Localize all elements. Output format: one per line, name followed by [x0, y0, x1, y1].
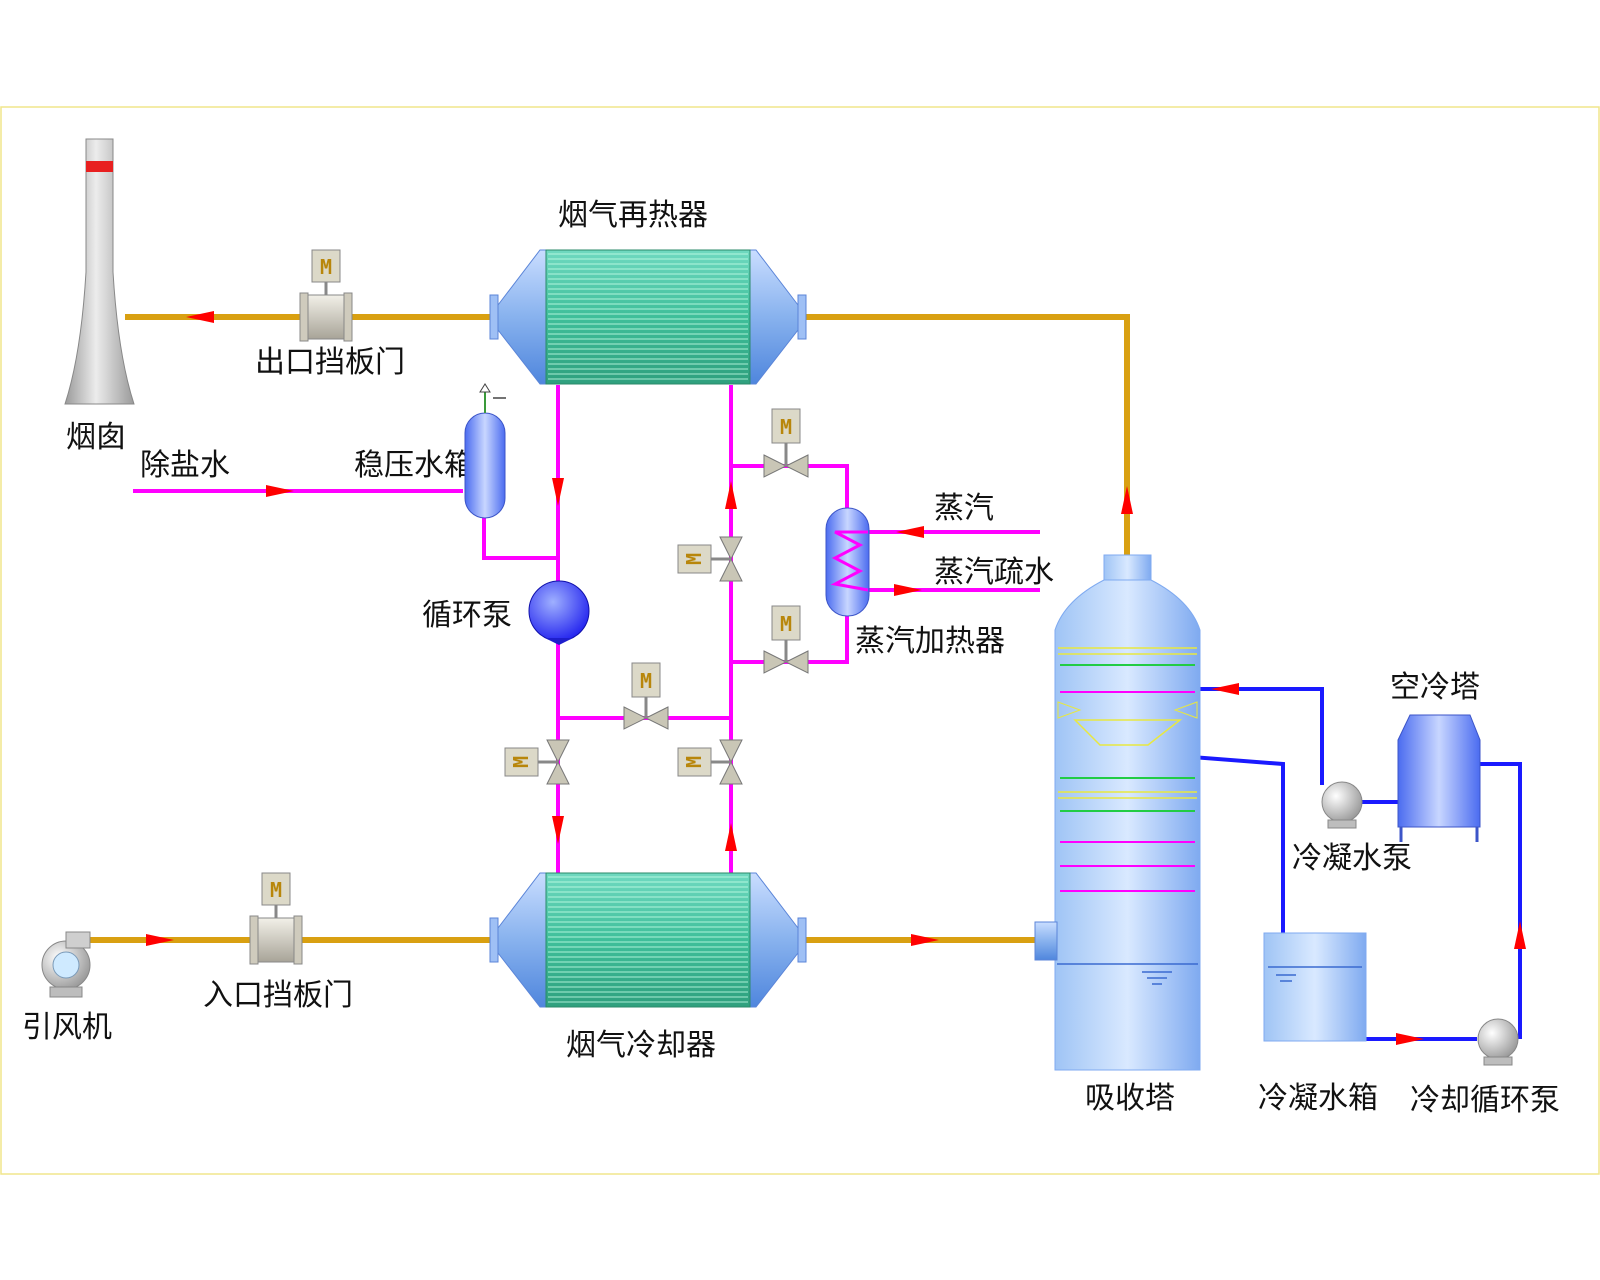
induced-fan-label: 引风机 — [22, 1010, 112, 1045]
steam-label: 蒸汽 — [934, 491, 994, 526]
condensate-tank-icon — [1263, 932, 1367, 1042]
arrow-left-down-lower — [552, 816, 564, 844]
pressure-tank-label: 稳压水箱 — [354, 448, 474, 483]
demin-water-label: 除盐水 — [140, 448, 230, 483]
motor-mark: M — [780, 415, 792, 439]
condensate-tank-label: 冷凝水箱 — [1258, 1081, 1378, 1116]
inlet-damper-icon[interactable]: M — [249, 872, 303, 965]
arrow-left-down-upper — [552, 478, 564, 506]
motor-mark: M — [682, 553, 706, 565]
diagram-frame — [0, 106, 1600, 1175]
outlet-damper-icon[interactable]: M — [299, 249, 353, 342]
arrow-steam-in — [896, 526, 924, 538]
chimney-icon — [64, 138, 135, 405]
cooling-circulation-pump-label: 冷却循环泵 — [1410, 1083, 1560, 1118]
outlet-damper-label: 出口挡板门 — [255, 345, 405, 380]
induced-fan-icon[interactable] — [41, 931, 91, 998]
absorber-label: 吸收塔 — [1085, 1081, 1175, 1116]
pipe-absorber-to-reheater — [806, 314, 1130, 555]
steam-drain-label: 蒸汽疏水 — [934, 555, 1054, 590]
circulation-pump-label: 循环泵 — [422, 598, 512, 633]
valve-bypass-icon[interactable]: M — [623, 662, 669, 730]
arrow-cooling-up — [1514, 921, 1526, 949]
steam-heater-label: 蒸汽加热器 — [855, 624, 1005, 659]
valve-left-riser-icon[interactable]: M — [504, 739, 570, 785]
pipe-to-absorber-spray — [1200, 687, 1324, 785]
steam-heater-icon — [825, 507, 870, 617]
air-cooling-tower-label: 空冷塔 — [1390, 670, 1480, 705]
reheater-heat-exchanger-icon — [489, 249, 807, 385]
valve-heater-top-icon[interactable]: M — [763, 408, 809, 478]
motor-mark: M — [320, 255, 332, 279]
valve-heater-bottom-icon[interactable]: M — [763, 605, 809, 674]
cooler-label: 烟气冷却器 — [566, 1028, 716, 1063]
outlet-damper-motor-icon: M — [311, 249, 341, 283]
chimney-label: 烟囱 — [66, 420, 126, 455]
cooling-circulation-pump-icon[interactable] — [1477, 1018, 1519, 1066]
absorber-tower-icon — [1034, 554, 1201, 1071]
arrow-absorber-up — [1121, 486, 1133, 514]
arrow-fan-out — [146, 934, 174, 946]
pipe-heater-top — [731, 464, 849, 515]
circulation-pump-icon[interactable] — [528, 580, 590, 645]
reheater-label: 烟气再热器 — [558, 198, 708, 233]
condensate-pump-icon[interactable] — [1321, 781, 1363, 829]
motor-mark: M — [780, 612, 792, 636]
arrow-right-up-lower — [725, 823, 737, 851]
arrow-to-chimney — [186, 311, 214, 323]
pressure-tank-icon — [464, 383, 506, 519]
arrow-to-absorber — [911, 934, 939, 946]
motor-mark: M — [640, 669, 652, 693]
arrow-right-up-upper — [725, 481, 737, 509]
pipe-cooling-pump-to-aircooler — [1480, 762, 1522, 1039]
motor-mark: M — [270, 878, 282, 902]
cooler-heat-exchanger-icon — [489, 872, 807, 1008]
inlet-damper-motor-icon: M — [261, 872, 291, 906]
air-cooling-tower-icon — [1397, 714, 1481, 842]
valve-right-riser-upper-icon[interactable]: M — [677, 536, 743, 582]
arrow-to-cooling-pump — [1396, 1033, 1424, 1045]
condensate-pump-label: 冷凝水泵 — [1292, 841, 1412, 876]
inlet-damper-label: 入口挡板门 — [203, 978, 353, 1013]
arrow-spray-in — [1211, 683, 1239, 695]
pipe-tank-to-loop — [482, 515, 558, 560]
motor-mark: M — [509, 756, 533, 768]
valve-right-riser-lower-icon[interactable]: M — [677, 739, 743, 785]
arrow-demin — [266, 485, 294, 497]
arrow-steam-drain — [894, 584, 922, 596]
motor-mark: M — [682, 756, 706, 768]
